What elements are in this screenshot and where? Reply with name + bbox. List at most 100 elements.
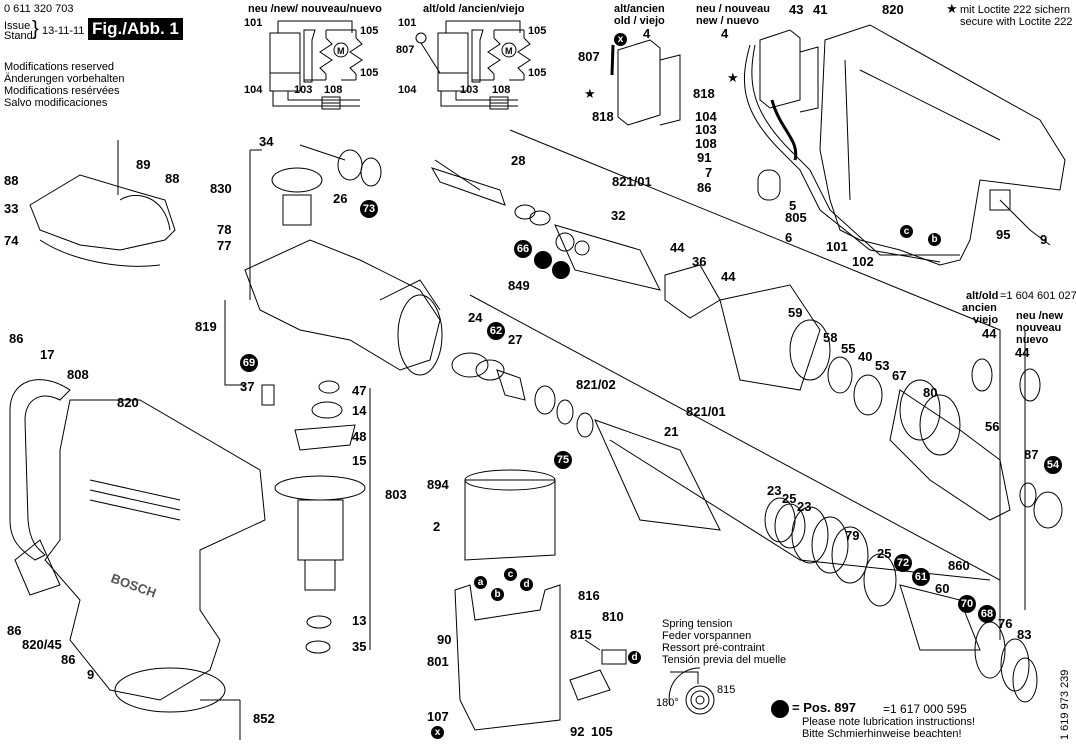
callout-83: 83: [1017, 627, 1032, 642]
callout-58: 58: [823, 330, 838, 345]
callout-88: 88: [165, 171, 180, 186]
spring-note-es: Tensión previa del muelle: [662, 654, 787, 666]
callout-821-02: 821/02: [576, 377, 616, 392]
callout-43: 43: [789, 2, 804, 17]
callout-820: 820: [117, 395, 139, 410]
callout-9: 9: [87, 667, 95, 682]
lube-badge-54: 54: [1044, 456, 1062, 474]
callout-852: 852: [253, 711, 275, 726]
callout-7: 7: [705, 165, 713, 180]
switch-old-title-1: alt/ancien: [614, 3, 665, 15]
switch-new-drawing: [743, 29, 960, 263]
switch-old-drawing: [610, 39, 681, 126]
callout-36: 36: [692, 254, 707, 269]
circuit-diagram-new: [269, 20, 363, 110]
issue-date: 13-11-11: [42, 25, 85, 37]
callout-830: 830: [210, 181, 232, 196]
connector-badge-d: d: [628, 651, 641, 664]
callout-15: 15: [352, 453, 367, 468]
star-icon: ★: [727, 70, 739, 85]
callout-818: 818: [592, 109, 614, 124]
ring-new-line-1: neu /new: [1016, 310, 1064, 322]
motor-symbol: M: [337, 46, 345, 56]
callout-9: 9: [1040, 232, 1048, 247]
callout-40: 40: [858, 349, 873, 364]
callout-819: 819: [195, 319, 217, 334]
callout-56: 56: [985, 419, 1000, 434]
callout-26: 26: [333, 191, 348, 206]
modifications-de: Änderungen vorbehalten: [4, 73, 125, 85]
callout-105: 105: [360, 67, 379, 79]
callout-91: 91: [697, 150, 712, 165]
callout-92: 92: [570, 724, 585, 739]
callout-33: 33: [4, 201, 19, 216]
callout-17: 17: [40, 347, 55, 362]
callout-88: 88: [4, 173, 19, 188]
lube-note-part-no: =1 617 000 595: [883, 702, 967, 716]
callout-37: 37: [240, 379, 255, 394]
callout-48: 48: [352, 429, 367, 444]
lube-badge-61: 61: [912, 568, 930, 586]
callout-105: 105: [528, 67, 547, 79]
callout-86: 86: [697, 180, 712, 195]
gear-housing-drawing: [244, 144, 443, 376]
callout-4: 4: [643, 26, 651, 41]
callout-25: 25: [877, 546, 892, 561]
callout-105: 105: [360, 25, 379, 37]
callout-55: 55: [841, 341, 856, 356]
armature-drawing: [261, 380, 366, 654]
ring-old-part-no: =1 604 601 027: [1000, 290, 1076, 302]
lube-badge-72: 72: [894, 554, 912, 572]
motor-symbol: M: [505, 46, 513, 56]
callout-803: 803: [385, 487, 407, 502]
lube-badge-73: 73: [360, 200, 378, 218]
callout-95: 95: [996, 227, 1011, 242]
bracket-lines: [200, 129, 1026, 740]
tool-holder-drawing: [430, 167, 1063, 529]
part-number: 0 611 320 703: [4, 3, 74, 15]
callout-807: 807: [578, 49, 600, 64]
callout-815: 815: [570, 627, 592, 642]
star-icon: ★: [946, 1, 958, 16]
callout-104: 104: [695, 109, 717, 124]
callout-78: 78: [217, 222, 232, 237]
callout-25: 25: [782, 491, 797, 506]
callout-104: 104: [398, 84, 417, 96]
callout-44: 44: [670, 240, 685, 255]
callout-101: 101: [826, 239, 848, 254]
lube-badge-69: 69: [240, 354, 258, 372]
star-icon: ★: [584, 86, 596, 101]
callout-103: 103: [294, 84, 313, 96]
callout-44: 44: [982, 326, 997, 341]
ring-new-line-2: nouveau: [1016, 322, 1062, 334]
callout-35: 35: [352, 639, 367, 654]
callout-41: 41: [813, 2, 828, 17]
callout-53: 53: [875, 358, 890, 373]
lube-badge: [552, 261, 570, 279]
brace: }: [32, 18, 39, 40]
lube-note-en: Please note lubrication instructions!: [802, 716, 976, 728]
modifications-en: Modifications reserved: [4, 61, 115, 73]
lube-badge-70: 70: [958, 595, 976, 613]
callout-805: 805: [785, 210, 807, 225]
modifications-es: Salvo modificaciones: [4, 97, 108, 109]
connector-badge-c: c: [504, 568, 517, 581]
callout-4: 4: [721, 26, 729, 41]
callout-89: 89: [136, 157, 151, 172]
motor-housing-drawing: [9, 379, 266, 713]
lube-note-de: Bitte Schmierhinweise beachten!: [802, 728, 962, 740]
callout-27: 27: [508, 332, 523, 347]
callout-801: 801: [427, 654, 449, 669]
lube-symbol-icon: [771, 700, 789, 718]
spring-angle: 180°: [656, 697, 679, 709]
callout-77: 77: [217, 238, 232, 253]
callout-32: 32: [611, 208, 626, 223]
callout-28: 28: [511, 153, 526, 168]
lube-badge: [534, 251, 552, 269]
connector-badge-a: a: [474, 576, 487, 589]
switch-old-title-2: old / viejo: [614, 15, 665, 27]
callout-90: 90: [437, 632, 452, 647]
callout-821-01: 821/01: [612, 174, 652, 189]
connector-badge-c: c: [900, 225, 913, 238]
callout-816: 816: [578, 588, 600, 603]
